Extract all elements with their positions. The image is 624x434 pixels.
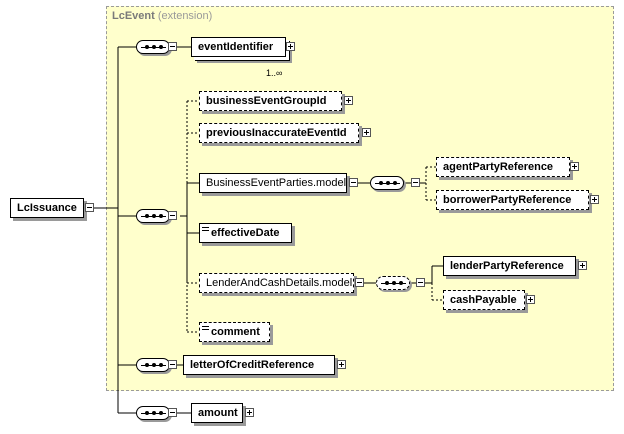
extension-title: LcEvent (extension) [112,10,212,22]
previous-inaccurate-event-id-element[interactable]: previousInaccurateEventId [199,123,359,143]
business-event-parties-model-label: BusinessEventParties.model [206,177,347,189]
collapse-icon[interactable] [85,203,94,212]
letter-of-credit-reference-element[interactable]: letterOfCreditReference [183,355,335,375]
expand-icon[interactable] [362,128,371,137]
lender-party-reference-label: lenderPartyReference [450,260,564,272]
expand-icon[interactable] [344,96,353,105]
business-event-group-id-label: businessEventGroupId [206,95,327,107]
expand-icon[interactable] [590,195,599,204]
lender-party-reference-element[interactable]: lenderPartyReference [443,256,576,276]
text-content-icon [202,227,209,234]
extension-name: LcEvent [112,10,155,22]
amount-element[interactable]: amount [191,403,243,423]
agent-party-reference-label: agentPartyReference [443,161,554,173]
expand-icon[interactable] [337,360,346,369]
lender-and-cash-details-model-label: LenderAndCashDetails.model [206,277,353,289]
collapse-icon[interactable] [349,178,358,187]
sequence-compositor[interactable] [370,176,404,190]
comment-label: comment [211,326,260,338]
agent-party-reference-element[interactable]: agentPartyReference [436,157,570,177]
sequence-compositor[interactable] [376,276,410,290]
collapse-icon[interactable] [168,360,177,369]
sequence-compositor[interactable] [136,406,170,420]
expand-icon[interactable] [570,162,579,171]
borrower-party-reference-label: borrowerPartyReference [443,194,572,206]
previous-inaccurate-event-id-label: previousInaccurateEventId [206,127,347,139]
text-content-icon [202,326,209,333]
collapse-icon[interactable] [168,408,177,417]
effective-date-label: effectiveDate [211,227,280,239]
expand-icon[interactable] [526,295,535,304]
event-identifier-element[interactable]: eventIdentifier [191,37,286,57]
sequence-compositor[interactable] [136,209,170,223]
expand-icon[interactable] [245,408,254,417]
borrower-party-reference-element[interactable]: borrowerPartyReference [436,190,589,210]
business-event-parties-model-group[interactable]: BusinessEventParties.model [199,173,347,193]
expand-icon[interactable] [578,261,587,270]
effective-date-element[interactable]: effectiveDate [199,223,292,243]
lender-and-cash-details-model-group[interactable]: LenderAndCashDetails.model [199,273,354,293]
collapse-icon[interactable] [411,178,420,187]
cash-payable-element[interactable]: cashPayable [443,290,525,310]
business-event-group-id-element[interactable]: businessEventGroupId [199,91,342,111]
sequence-compositor[interactable] [136,40,170,54]
collapse-icon[interactable] [168,42,177,51]
event-identifier-label: eventIdentifier [198,41,274,53]
sequence-compositor[interactable] [136,358,170,372]
collapse-icon[interactable] [416,278,425,287]
event-identifier-cardinality: 1..∞ [266,68,283,78]
lcissuance-label: LcIssuance [17,202,77,214]
cash-payable-label: cashPayable [450,294,517,306]
expand-icon[interactable] [286,42,295,51]
extension-note: (extension) [157,10,213,22]
letter-of-credit-reference-label: letterOfCreditReference [190,359,315,371]
collapse-icon[interactable] [168,211,177,220]
lcissuance-element[interactable]: LcIssuance [10,198,84,218]
collapse-icon[interactable] [355,278,364,287]
comment-element[interactable]: comment [199,322,270,342]
amount-label: amount [198,407,238,419]
